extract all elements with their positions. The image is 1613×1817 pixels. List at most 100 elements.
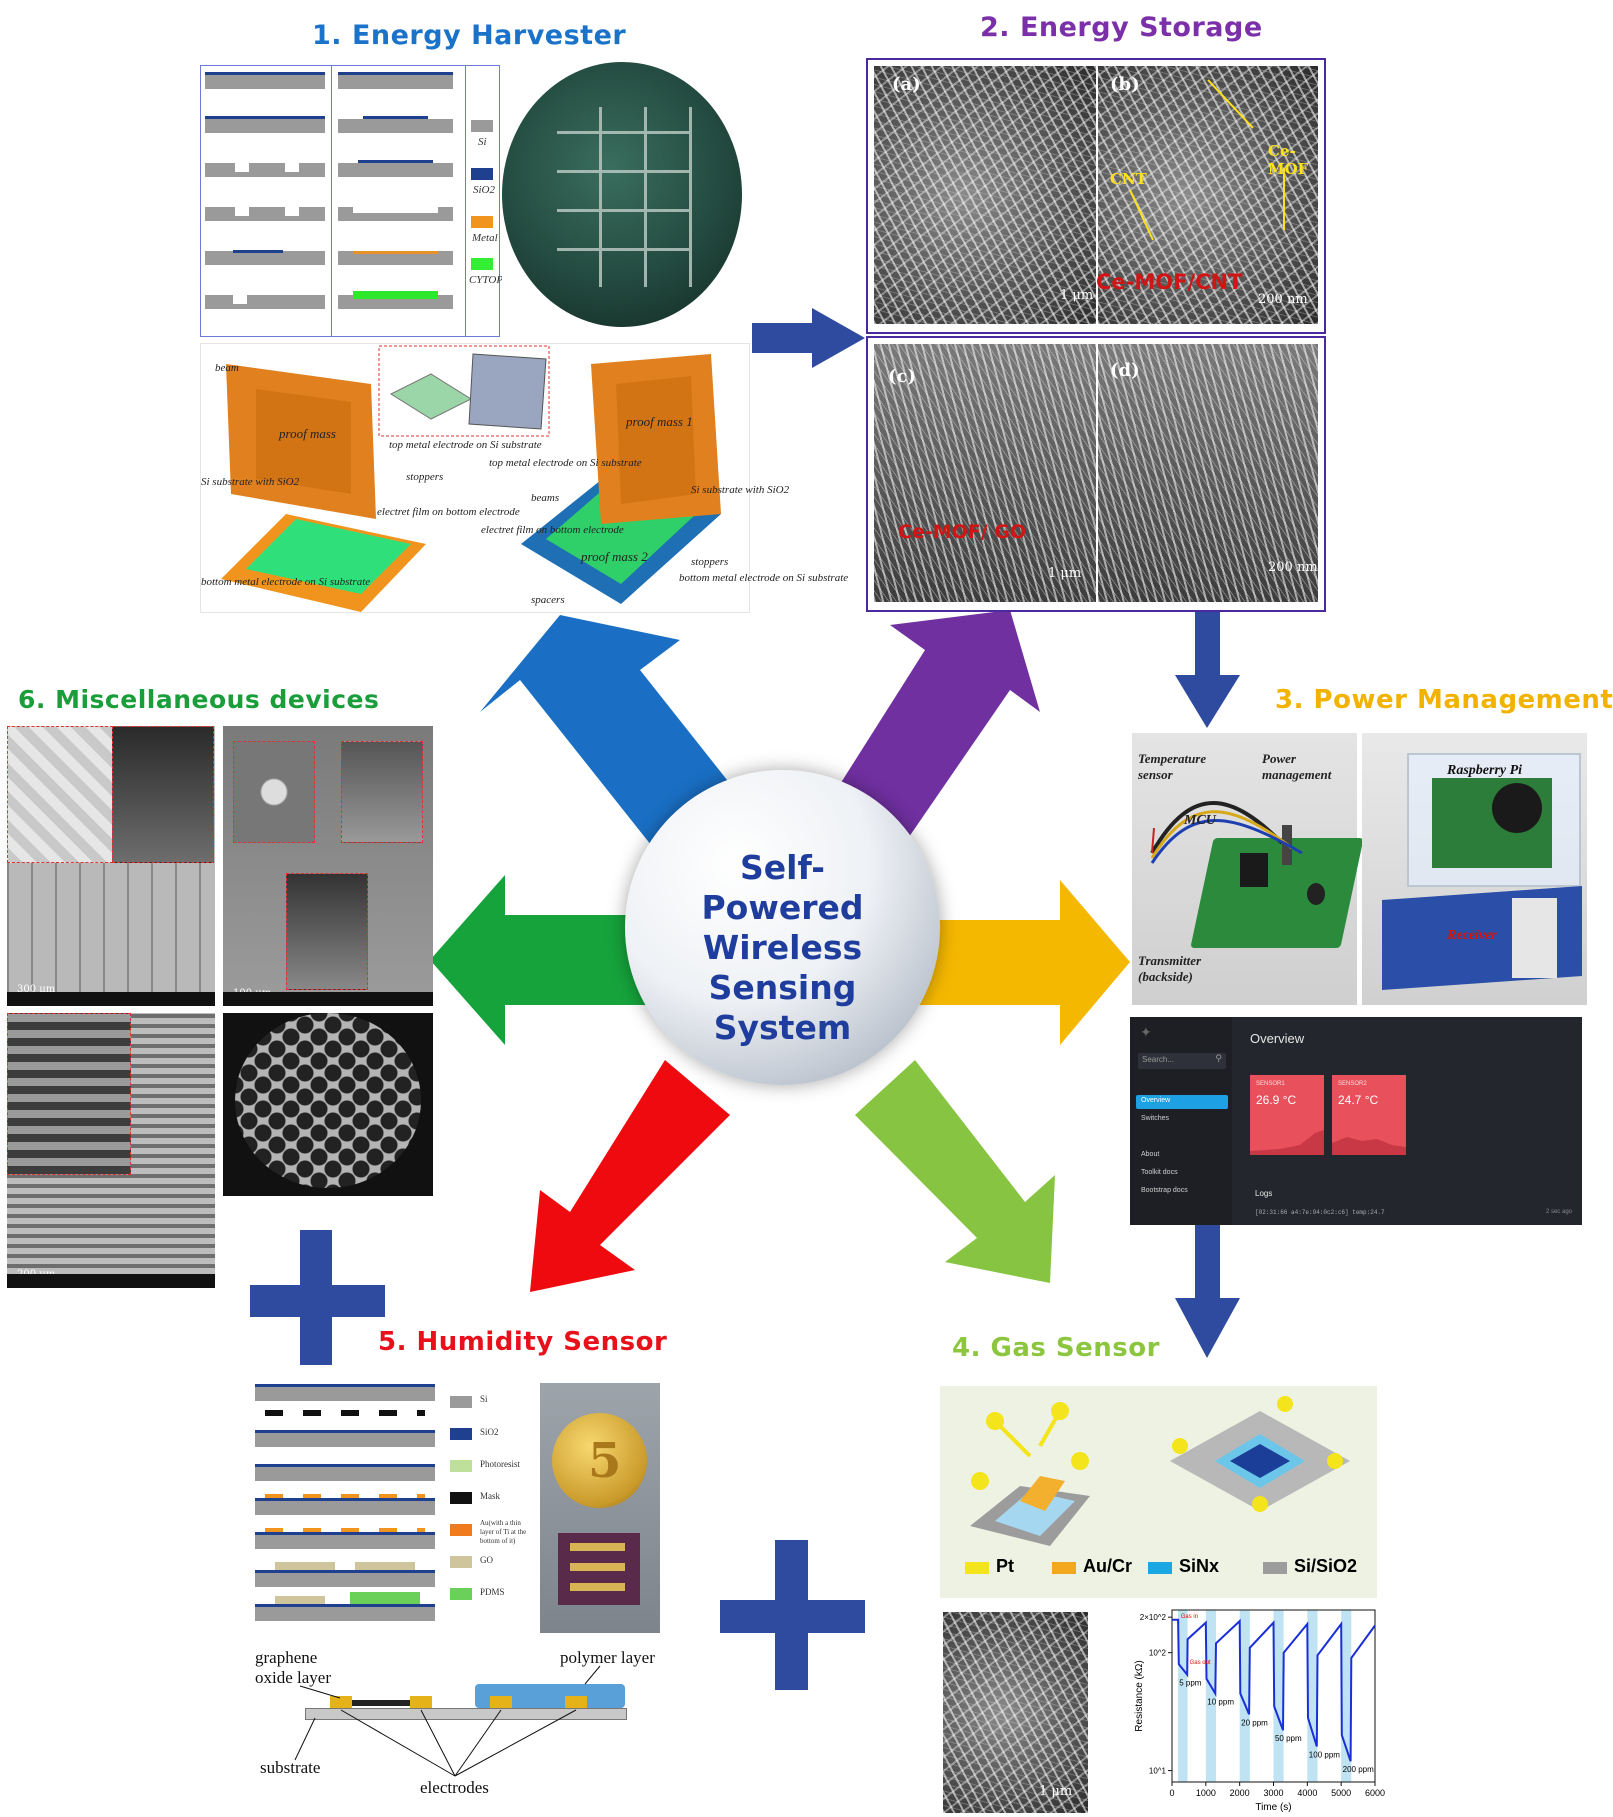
storage-frame-top: (a) (b) 1 μm 200 nm Ce-MOF CNT Ce-MOF/CN… bbox=[866, 58, 1326, 334]
x-tick-label: 2000 bbox=[1230, 1788, 1250, 1798]
harvester-title: 1. Energy Harvester bbox=[312, 20, 627, 51]
gas-device-svg bbox=[965, 1396, 1350, 1574]
harvester-3d-svg bbox=[221, 345, 721, 612]
series-line bbox=[1172, 1618, 1376, 1762]
gas-exposure-band bbox=[1307, 1610, 1318, 1782]
sem-panel-a bbox=[874, 66, 1096, 324]
label-proof-mass-2: proof mass 2 bbox=[581, 549, 648, 564]
gas-exposure-band bbox=[1178, 1610, 1188, 1782]
dashboard-search-input[interactable]: Search... ⚲ bbox=[1138, 1053, 1226, 1069]
log-time: 2 sec ago bbox=[1545, 1209, 1572, 1215]
humidity-process-diagram: Si SiO2 Photoresist Mask Au(with a thin … bbox=[255, 1382, 535, 1632]
sem-panel-c bbox=[874, 344, 1096, 602]
x-tick-label: 5000 bbox=[1331, 1788, 1351, 1798]
dashboard-screenshot: ✦ Search... ⚲ Overview Switches About To… bbox=[1130, 1017, 1582, 1225]
process-column-left bbox=[205, 72, 330, 336]
arrow-power-to-gas bbox=[1175, 1225, 1240, 1358]
ppm-annotation: 10 ppm bbox=[1207, 1698, 1234, 1707]
legend-swatch-sio2 bbox=[471, 168, 493, 180]
menu-item-about[interactable]: About bbox=[1141, 1151, 1160, 1158]
label-temperature-sensor: Temperature sensor bbox=[1138, 751, 1207, 782]
menu-item-toolkit-docs[interactable]: Toolkit docs bbox=[1141, 1169, 1178, 1176]
sensor-card-label: SENSOR2 bbox=[1338, 1081, 1367, 1087]
sensor-card-2: SENSOR2 24.7 °C bbox=[1332, 1075, 1406, 1155]
legend-label-si: Si bbox=[478, 136, 487, 148]
power-title: 3. Power Management bbox=[1275, 685, 1613, 715]
caption-ce-mof-go: Ce-MOF/ GO bbox=[898, 521, 1027, 543]
label-si-substrate-2: Si substrate with SiO2 bbox=[691, 484, 790, 496]
scale-bar-b: 200 nm bbox=[1258, 292, 1308, 307]
search-icon: ⚲ bbox=[1215, 1054, 1222, 1064]
y-axis-label: Resistance (kΩ) bbox=[1134, 1660, 1145, 1731]
ppm-annotation: 50 ppm bbox=[1275, 1734, 1302, 1743]
arrow-to-gas bbox=[855, 1060, 1055, 1283]
label-proof-mass-1: proof mass 1 bbox=[626, 414, 693, 429]
hum-legend-swatch-si bbox=[450, 1396, 472, 1408]
label-bottom-electrode-2: bottom metal electrode on Si substrate bbox=[679, 572, 849, 584]
gas-legend-si-sio2: Si/SiO2 bbox=[1294, 1556, 1358, 1576]
label-transmitter: Transmitter (backside) bbox=[1138, 953, 1202, 984]
hum-legend-photoresist: Photoresist bbox=[480, 1459, 521, 1469]
legend-swatch-metal bbox=[471, 216, 493, 228]
harvester-process-diagram: Si SiO2 Metal CYTOP bbox=[200, 65, 503, 337]
arrow-to-power bbox=[920, 880, 1130, 1045]
center-line: System bbox=[713, 1008, 852, 1047]
menu-item-bootstrap-docs[interactable]: Bootstrap docs bbox=[1141, 1187, 1188, 1194]
legend-swatch-si bbox=[471, 120, 493, 132]
gas-exposure-band bbox=[1273, 1610, 1284, 1782]
transmitter-wires bbox=[1150, 801, 1303, 864]
label-proof-mass: proof mass bbox=[279, 426, 336, 441]
sem-panel-d bbox=[1098, 344, 1318, 602]
label-polymer-layer: polymer layer bbox=[560, 1648, 655, 1667]
arrow-to-misc bbox=[430, 875, 650, 1045]
menu-item-switches[interactable]: Switches bbox=[1141, 1115, 1170, 1122]
center-title: Self- Powered Wireless Sensing System bbox=[625, 848, 940, 1048]
label-bottom-electrode: bottom metal electrode on Si substrate bbox=[201, 576, 371, 588]
gas-legend-pt: Pt bbox=[996, 1556, 1014, 1576]
storage-frame-bottom: (c) (d) 1 μm 200 nm Ce-MOF/ GO bbox=[866, 336, 1326, 612]
misc-title: 6. Miscellaneous devices bbox=[18, 685, 380, 714]
arrow-harvester-to-storage bbox=[752, 308, 865, 368]
arrow-to-humidity bbox=[530, 1060, 730, 1292]
humidity-coin-photo: 5 bbox=[540, 1383, 660, 1633]
label-mcu: MCU bbox=[1184, 813, 1216, 828]
ppm-annotation: 5 ppm bbox=[1179, 1679, 1202, 1688]
hum-legend-mask: Mask bbox=[480, 1491, 500, 1501]
panel-label-d: (d) bbox=[1110, 360, 1140, 381]
label-beam: beam bbox=[215, 362, 239, 374]
ppm-annotation: 20 ppm bbox=[1241, 1718, 1268, 1727]
misc-sem-needles: 100 μm bbox=[223, 726, 433, 1006]
label-top-electrode: top metal electrode on Si substrate bbox=[389, 439, 542, 451]
sensor-card-value: 24.7 °C bbox=[1338, 1093, 1379, 1107]
logs-title: Logs bbox=[1255, 1189, 1273, 1198]
x-axis-label: Time (s) bbox=[1255, 1802, 1291, 1813]
sensor-chip bbox=[558, 1533, 640, 1605]
x-tick-label: 6000 bbox=[1365, 1788, 1385, 1798]
arrow-to-storage bbox=[830, 610, 1040, 850]
ppm-annotation: 200 ppm bbox=[1343, 1765, 1374, 1774]
cross-section-leaders bbox=[294, 1665, 601, 1777]
legend-label-sio2: SiO2 bbox=[473, 184, 495, 196]
hum-legend-au: Au(with a thin layer of Ti at the bottom… bbox=[480, 1519, 527, 1545]
legend-label-metal: Metal bbox=[472, 232, 498, 244]
x-tick-label: 3000 bbox=[1263, 1788, 1283, 1798]
x-tick-label: 0 bbox=[1169, 1788, 1174, 1798]
menu-item-overview[interactable]: Overview bbox=[1136, 1095, 1228, 1109]
scale-bar-c: 1 μm bbox=[1048, 566, 1082, 581]
misc-sem-pyramids: 300 μm bbox=[7, 726, 215, 1006]
power-photo-transmitter: Temperature sensor Power management MCU … bbox=[1132, 733, 1364, 1005]
tag-ce-mof: Ce-MOF bbox=[1268, 142, 1309, 178]
panel-label-a: (a) bbox=[892, 74, 921, 95]
wafer-die-grid bbox=[557, 107, 692, 287]
x-tick-label: 1000 bbox=[1196, 1788, 1216, 1798]
power-photo-receiver: Raspberry Pi Receiver bbox=[1362, 733, 1587, 1005]
label-stoppers: stoppers bbox=[406, 471, 444, 483]
plus-sign-left bbox=[250, 1230, 385, 1365]
center-line: Wireless bbox=[702, 928, 863, 967]
log-line: [02:31:66 a4:7e:94:0c2:c6] temp:24.7 bbox=[1255, 1209, 1385, 1216]
label-power-management: Power management bbox=[1262, 751, 1332, 782]
panel-label-c: (c) bbox=[888, 366, 916, 387]
dashboard-logo-icon: ✦ bbox=[1140, 1025, 1152, 1041]
